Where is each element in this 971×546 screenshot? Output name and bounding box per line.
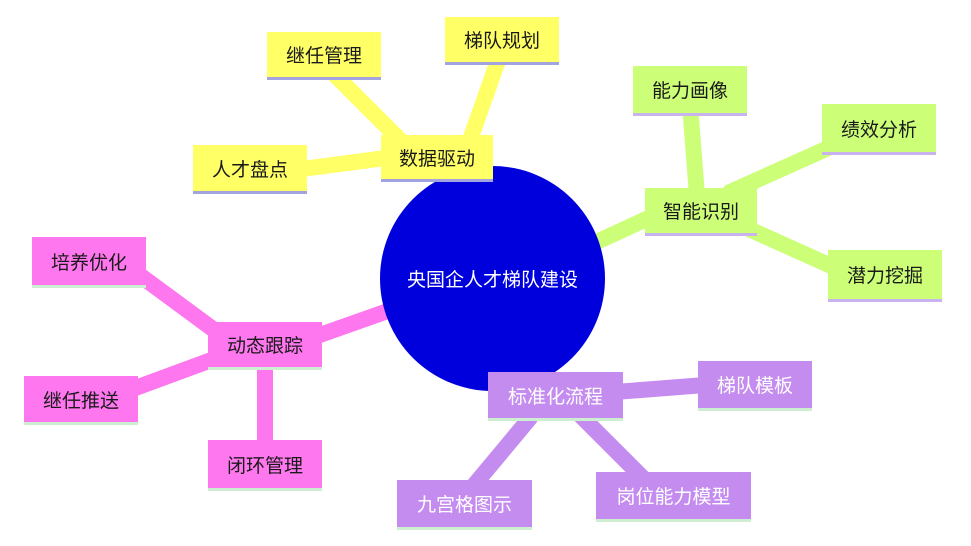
link-standard-ninebox <box>462 410 538 498</box>
topic-pipeline-template[interactable]: 梯队模板 <box>698 361 812 411</box>
branch-smart-identification[interactable]: 智能识别 <box>645 188 757 236</box>
topic-talent-inventory[interactable]: 人才盘点 <box>193 145 307 194</box>
topic-nine-box-grid[interactable]: 九宫格图示 <box>397 480 532 530</box>
link-data-inventory <box>287 150 393 178</box>
branch-dynamic-tracking[interactable]: 动态跟踪 <box>208 322 322 370</box>
topic-succession-management[interactable]: 继任管理 <box>267 32 381 80</box>
topic-competency-model[interactable]: 岗位能力模型 <box>596 472 751 522</box>
central-topic-label: 央国企人才梯队建设 <box>406 269 578 291</box>
topic-potential-mining[interactable]: 潜力挖掘 <box>828 250 942 302</box>
link-data-pipeline <box>462 47 508 148</box>
topic-pipeline-planning[interactable]: 梯队规划 <box>445 17 559 65</box>
central-topic[interactable]: 央国企人才梯队建设 <box>380 166 605 391</box>
topic-closed-loop-management[interactable]: 闭环管理 <box>208 440 322 491</box>
topic-cultivation-optimization[interactable]: 培养优化 <box>32 237 146 288</box>
link-smart-profile <box>682 97 705 203</box>
branch-standardized-process[interactable]: 标准化流程 <box>488 372 623 421</box>
topic-capability-profile[interactable]: 能力画像 <box>633 66 747 116</box>
link-center-smart <box>582 207 663 253</box>
link-standard-template <box>607 377 713 400</box>
link-smart-performance <box>722 137 843 200</box>
branch-data-driven[interactable]: 数据驱动 <box>381 135 493 182</box>
topic-performance-analysis[interactable]: 绩效分析 <box>822 104 936 155</box>
topic-succession-push[interactable]: 继任推送 <box>24 376 138 425</box>
